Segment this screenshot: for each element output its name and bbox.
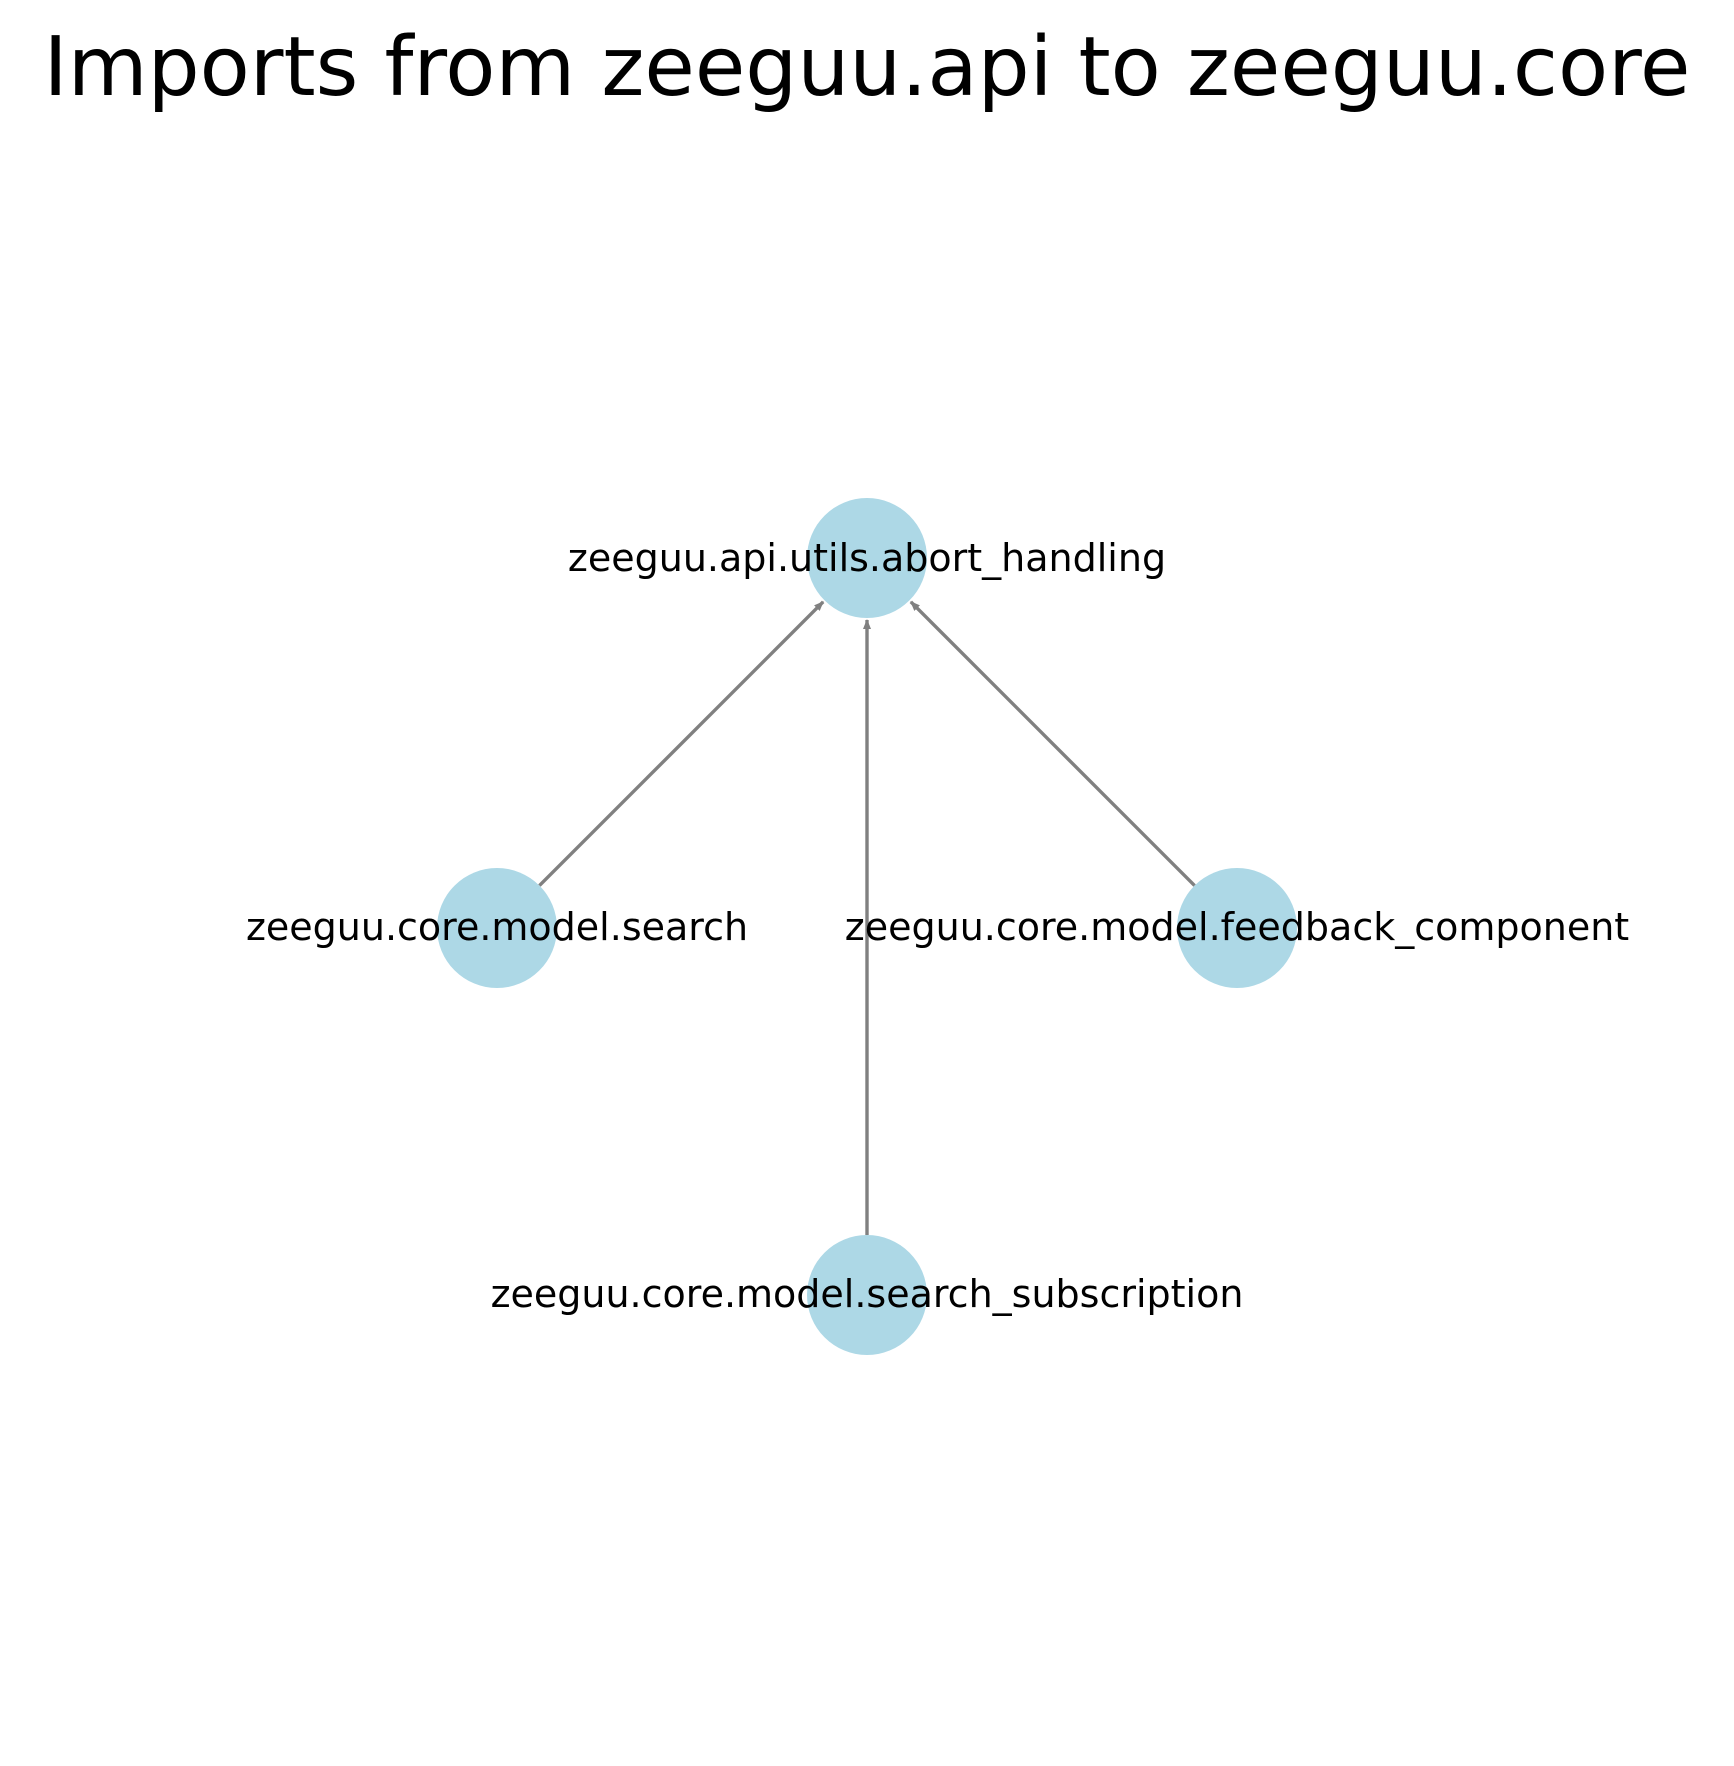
- node-circle: [1177, 868, 1297, 988]
- node-label: zeeguu.core.model.feedback_component: [845, 905, 1629, 949]
- node-search: zeeguu.core.model.search: [246, 868, 748, 988]
- node-search-subscription: zeeguu.core.model.search_subscription: [491, 1235, 1244, 1355]
- node-label: zeeguu.core.model.search: [246, 905, 748, 949]
- diagram-title: Imports from zeeguu.api to zeeguu.core: [44, 20, 1691, 115]
- edges-layer: [538, 600, 1196, 1235]
- edge-feedback-component-to-abort-handling: [909, 600, 1196, 887]
- node-label: zeeguu.api.utils.abort_handling: [568, 536, 1166, 580]
- node-circle: [807, 1235, 927, 1355]
- edge-search-to-abort-handling: [538, 600, 825, 887]
- node-label: zeeguu.core.model.search_subscription: [491, 1272, 1244, 1316]
- nodes-layer: zeeguu.api.utils.abort_handling zeeguu.c…: [246, 498, 1629, 1355]
- node-circle: [807, 498, 927, 618]
- node-abort-handling: zeeguu.api.utils.abort_handling: [568, 498, 1166, 618]
- node-feedback-component: zeeguu.core.model.feedback_component: [845, 868, 1629, 988]
- node-circle: [437, 868, 557, 988]
